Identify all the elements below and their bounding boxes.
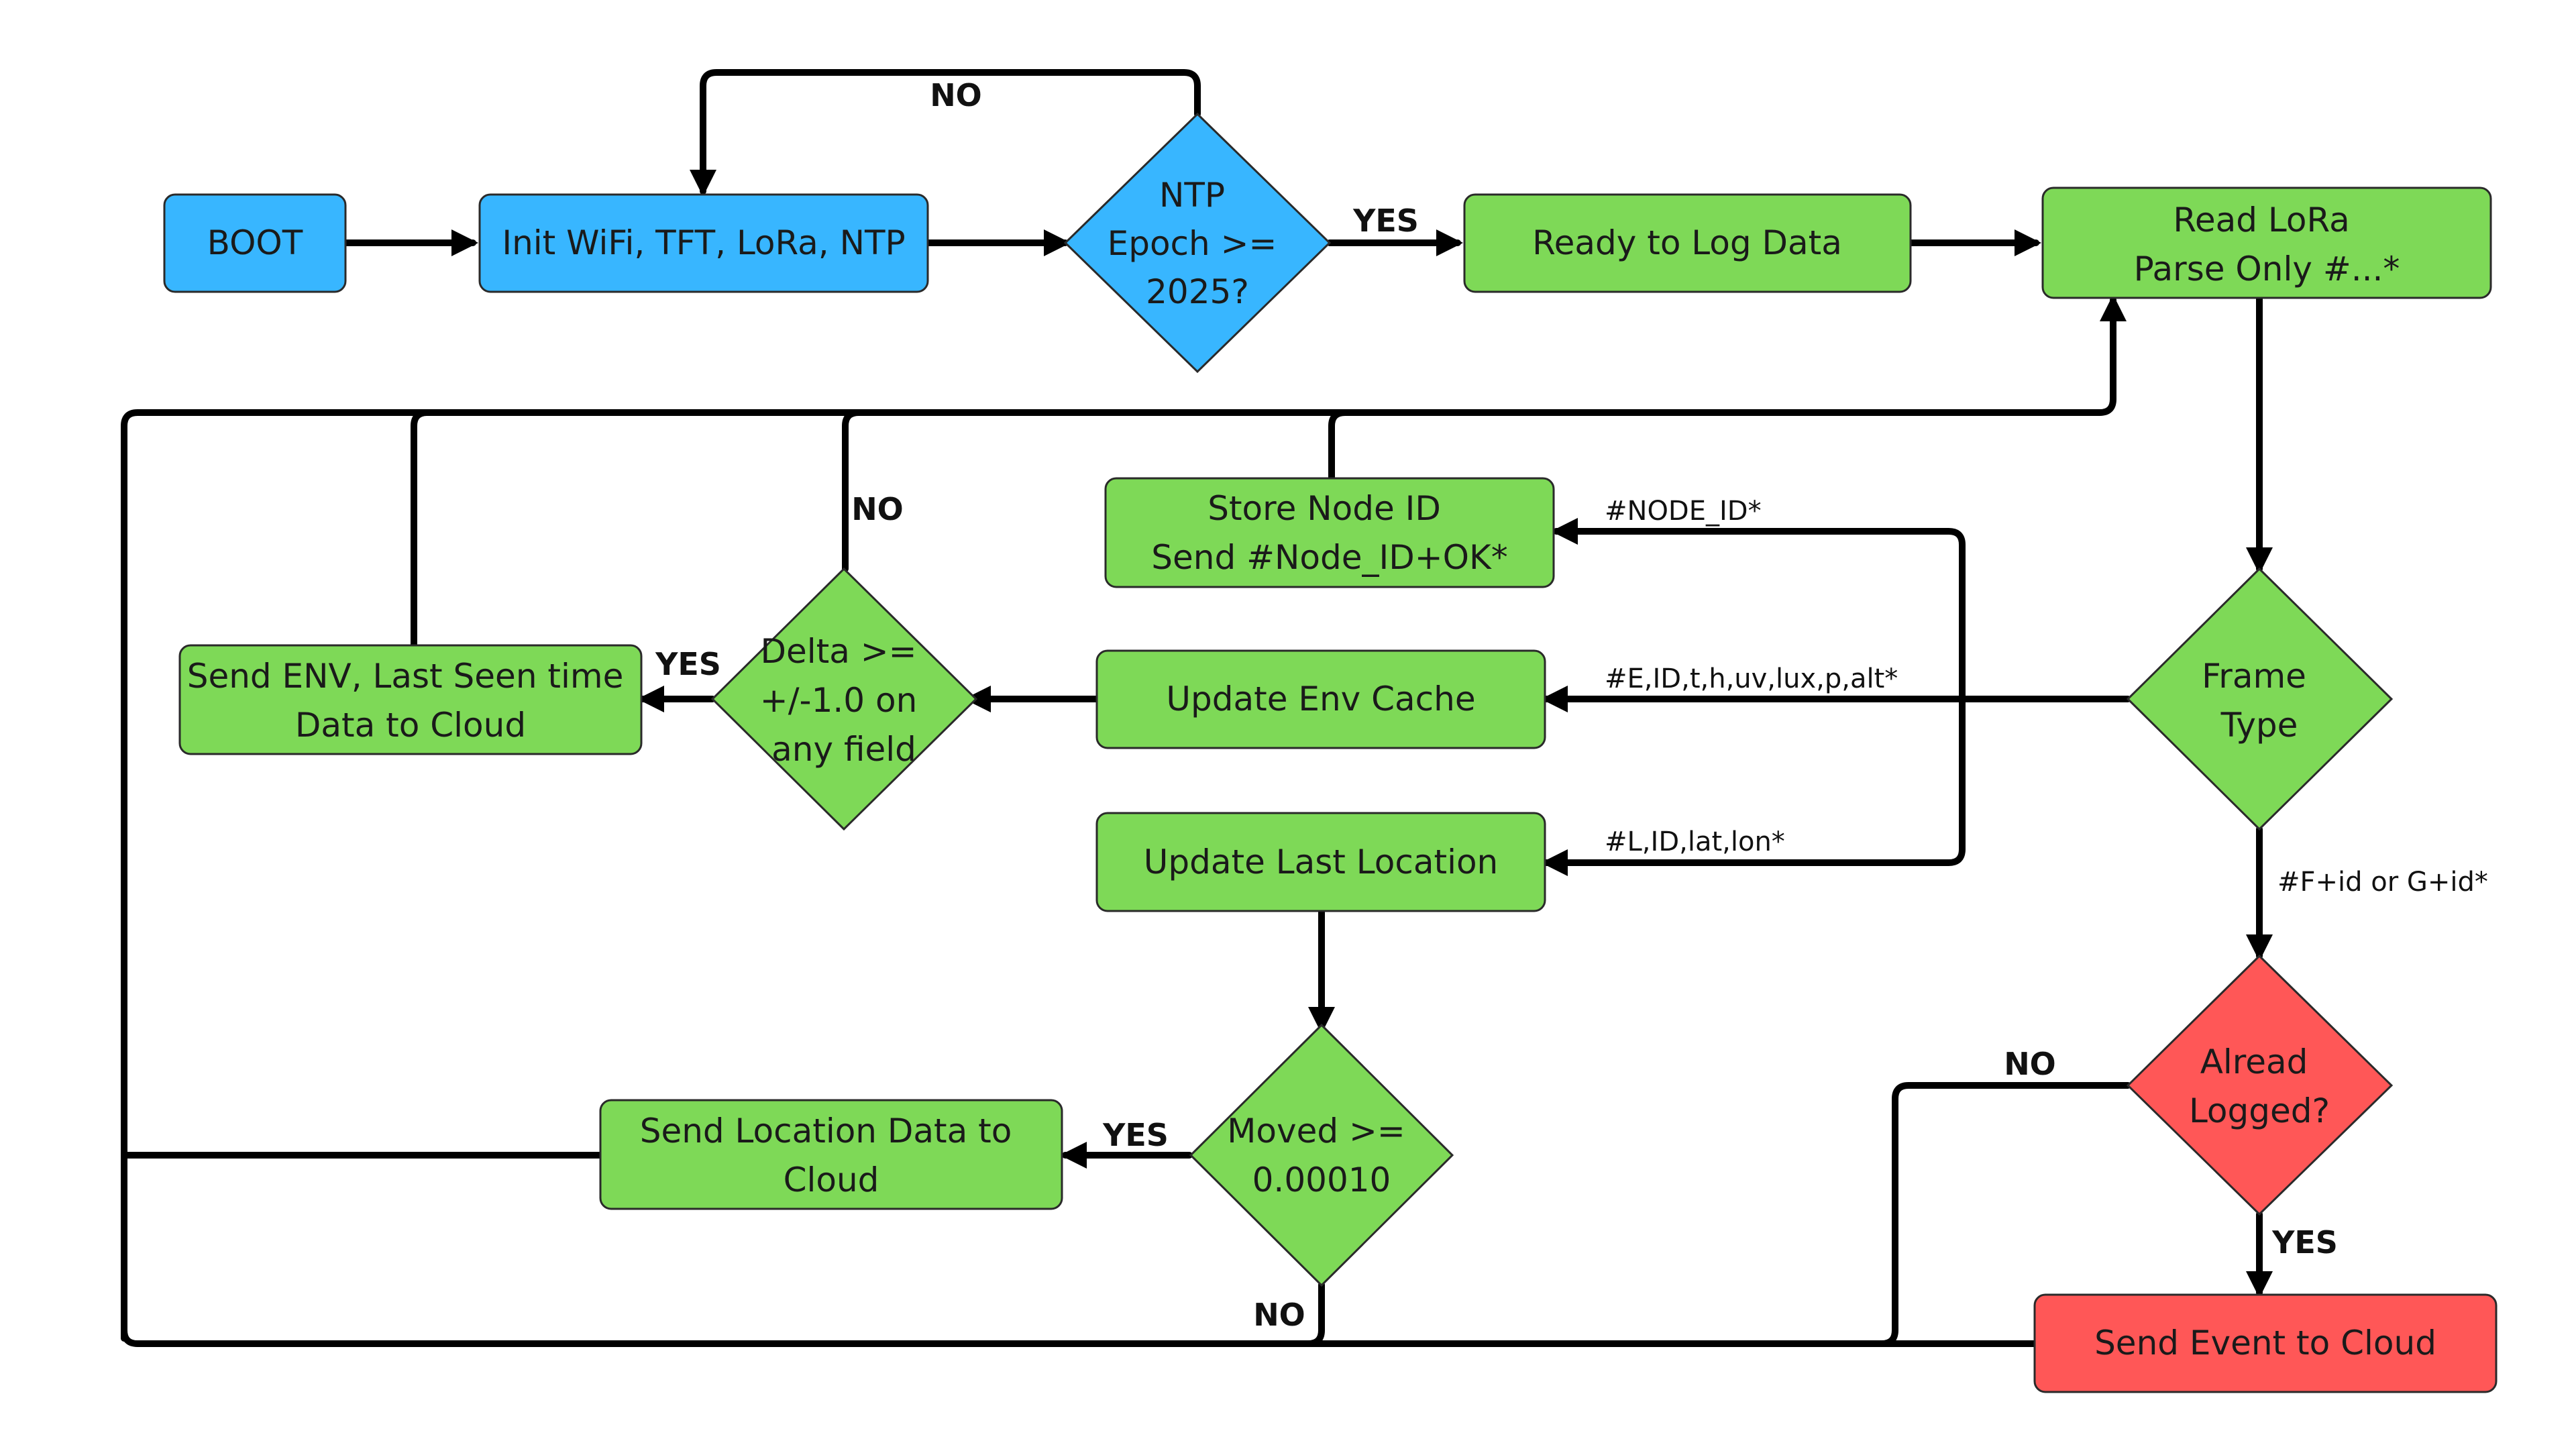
update-loc-label: Update Last Location	[1144, 843, 1499, 881]
ntp-check-label: NTP Epoch >= 2025?	[1108, 176, 1288, 311]
nodes: BOOT Init WiFi, TFT, LoRa, NTP NTP Epoch…	[163, 112, 2498, 1393]
moved-yes-label: YES	[1102, 1117, 1169, 1153]
edge-return-top-bus	[121, 294, 2127, 1342]
boot-label: BOOT	[207, 223, 303, 262]
edge-frame-node	[1551, 518, 1966, 702]
edges	[121, 69, 2273, 1347]
send-event-label: Send Event to Cloud	[2094, 1324, 2436, 1362]
frame-type-node	[2126, 567, 2394, 831]
edge-ntp-no-loop	[690, 69, 1201, 197]
boot-node	[163, 193, 347, 293]
delta-check-node	[710, 567, 978, 831]
ntp-check-node	[1063, 112, 1332, 374]
store-node-node	[1104, 477, 1555, 588]
ntp-yes-label: YES	[1352, 203, 1419, 239]
edge-bottom-bus	[121, 1327, 2038, 1347]
frame-label-event: #F+id or G+id*	[2277, 867, 2488, 898]
frame-type-label: Frame Type	[2202, 657, 2317, 745]
delta-no-label: NO	[851, 491, 904, 527]
send-env-node	[178, 644, 643, 755]
edge-moved-no-bus	[1305, 1281, 1325, 1347]
edge-frame-loc	[1541, 696, 1966, 876]
send-loc-node	[599, 1099, 1063, 1210]
logged-yes-label: YES	[2271, 1224, 2338, 1260]
read-lora-node	[2041, 186, 2492, 299]
store-node-label: Store Node ID Send #Node_ID+OK*	[1151, 489, 1508, 577]
frame-label-node-id: #NODE_ID*	[1605, 496, 1762, 527]
send-event-node	[2033, 1293, 2498, 1393]
edge-labels: NO YES NO YES YES NO NO YES	[655, 77, 2338, 1333]
ready-label: Ready to Log Data	[1532, 223, 1842, 262]
edge-delta-no-bus	[842, 409, 862, 572]
ready-node	[1463, 193, 1912, 293]
delta-check-label: Delta >= +/-1.0 on any field	[760, 632, 928, 769]
edge-sendenv-bus	[411, 409, 431, 651]
update-env-label: Update Env Cache	[1166, 680, 1475, 718]
moved-check-label: Moved >= 0.00010	[1227, 1112, 1415, 1199]
update-loc-node	[1095, 812, 1546, 912]
send-loc-label: Send Location Data to Cloud	[640, 1112, 1023, 1199]
moved-no-label: NO	[1253, 1297, 1305, 1333]
send-env-label: Send ENV, Last Seen time Data to Cloud	[187, 657, 635, 745]
init-node	[478, 193, 929, 293]
ntp-no-label: NO	[930, 77, 982, 113]
init-label: Init WiFi, TFT, LoRa, NTP	[502, 223, 905, 262]
update-env-node	[1095, 649, 1546, 749]
moved-check-node	[1189, 1023, 1454, 1287]
delta-yes-label: YES	[655, 646, 721, 682]
frame-labels: #NODE_ID* #E,ID,t,h,uv,lux,p,alt* #L,ID,…	[1605, 496, 2488, 898]
read-lora-label: Read LoRa Parse Only #...*	[2134, 201, 2400, 288]
logged-check-label: Alread Logged?	[2189, 1042, 2330, 1130]
edge-logged-no-bus	[1878, 1082, 2131, 1347]
logged-no-label: NO	[2004, 1046, 2056, 1082]
frame-label-env: #E,ID,t,h,uv,lux,p,alt*	[1605, 663, 1898, 694]
frame-label-loc: #L,ID,lat,lon*	[1605, 826, 1785, 857]
edge-node-bus	[1328, 409, 1348, 483]
logged-check-node	[2126, 954, 2394, 1216]
